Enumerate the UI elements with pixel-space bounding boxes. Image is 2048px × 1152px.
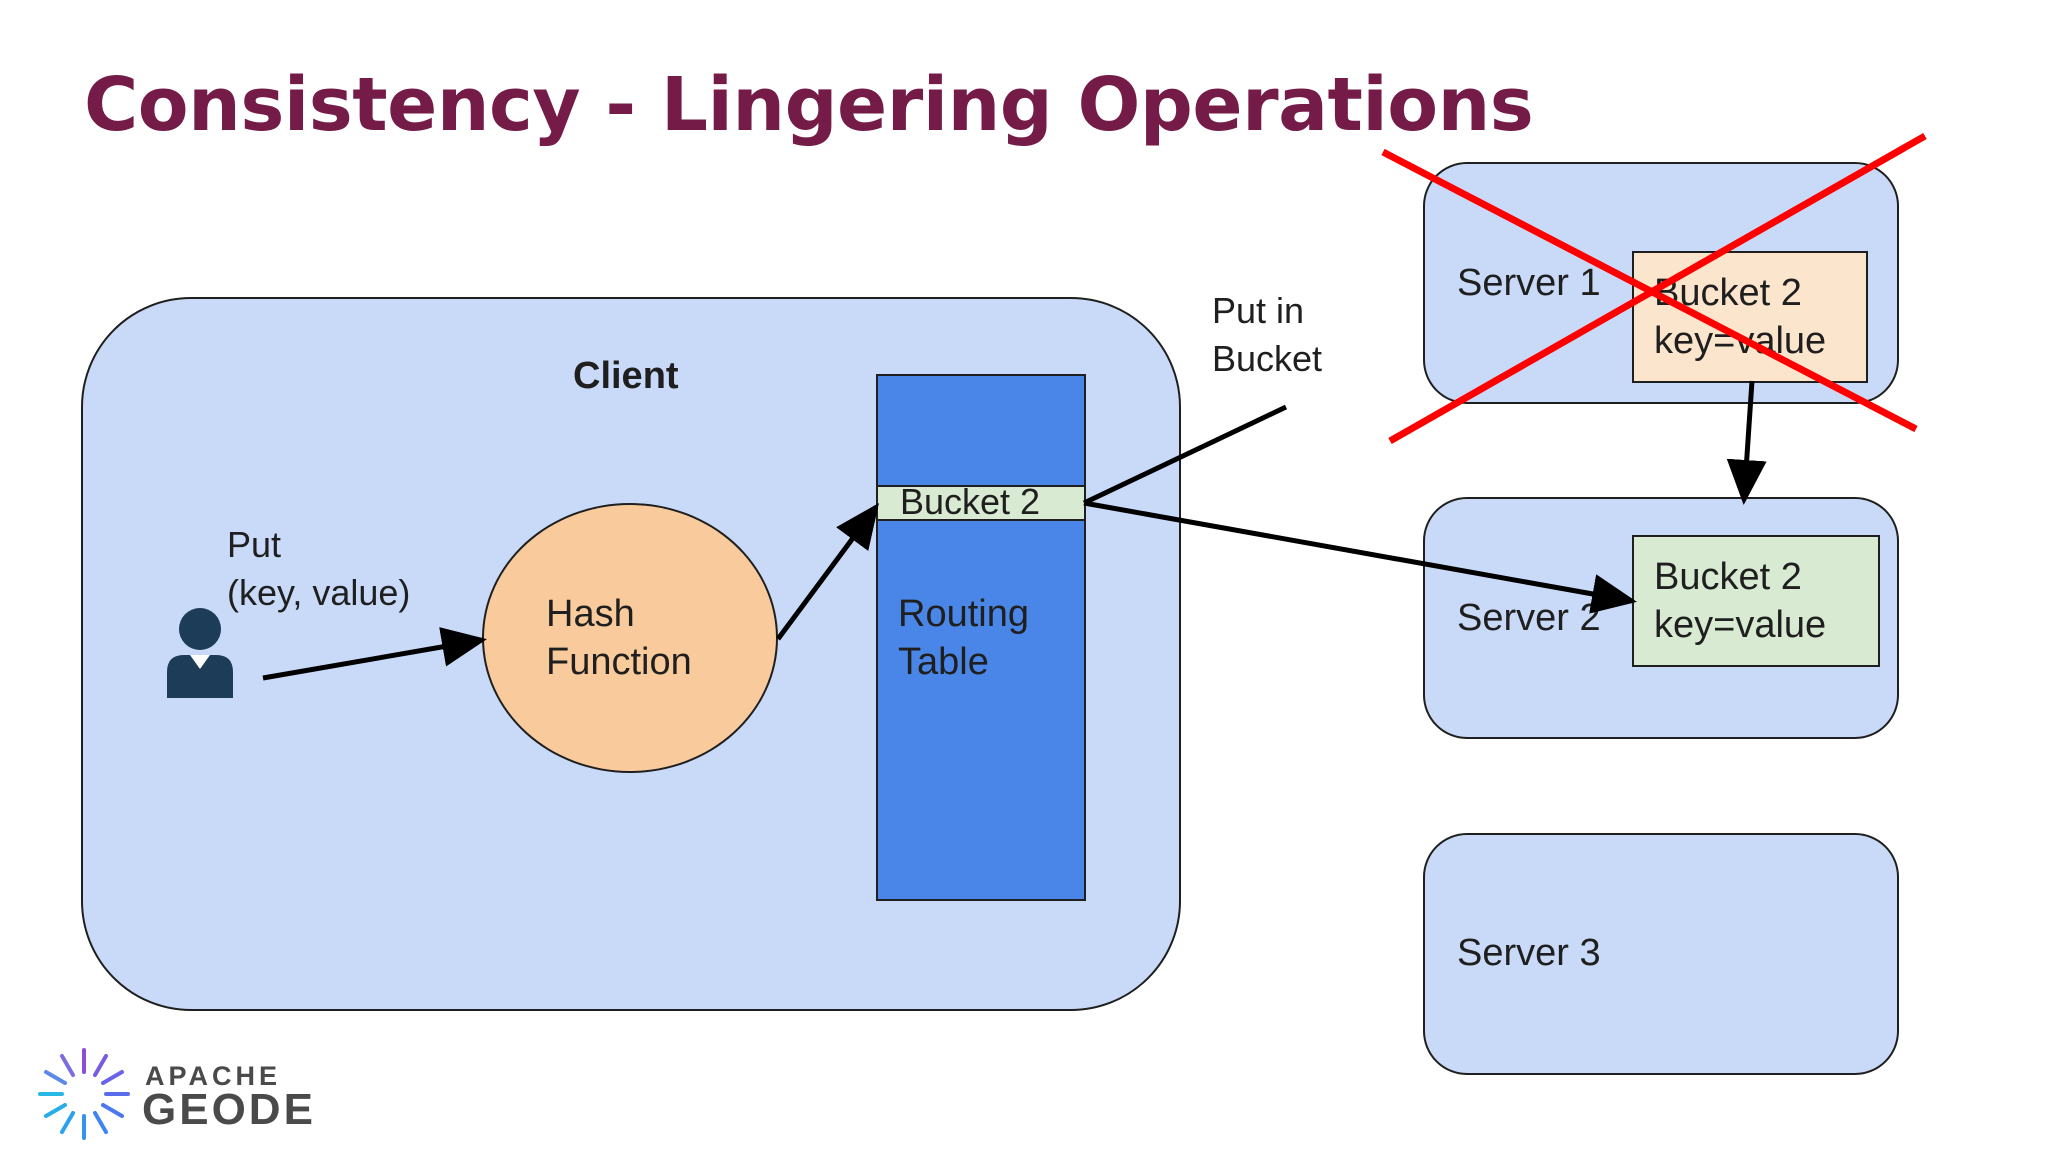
slide-title: Consistency - Lingering Operations xyxy=(84,62,1534,148)
routing-table-label-line-2: Table xyxy=(898,641,989,683)
hash-function-label-line-2: Function xyxy=(546,641,692,683)
put-in-bucket-line-2: Bucket xyxy=(1212,338,1323,379)
logo-text-apache: APACHE xyxy=(145,1061,282,1091)
put-label: Put (key, value) xyxy=(227,521,410,617)
server-2-bucket-entry: key=value xyxy=(1654,604,1827,646)
hash-function-label: Hash Function xyxy=(546,590,692,686)
server-1-bucket xyxy=(1632,251,1868,383)
routing-table-label-line-1: Routing xyxy=(898,593,1029,635)
server-3-node xyxy=(1423,833,1899,1075)
user-icon xyxy=(167,608,233,698)
routing-table-bucket-label: Bucket 2 xyxy=(900,481,1041,522)
server-1-label: Server 1 xyxy=(1457,262,1601,304)
server-2-bucket-text: Bucket 2 key=value xyxy=(1654,553,1826,649)
red-x-icon xyxy=(1381,132,1927,445)
routing-table-label: Routing Table xyxy=(898,590,1029,686)
hash-function-node xyxy=(482,503,778,773)
arrow-user-to-hash xyxy=(262,627,487,681)
server-2-bucket xyxy=(1632,535,1880,667)
hash-function-label-line-1: Hash xyxy=(546,593,635,635)
server-2-label: Server 2 xyxy=(1457,597,1601,639)
server-1-bucket-text: Bucket 2 key=value xyxy=(1654,269,1826,365)
apache-geode-logo-icon xyxy=(38,1048,130,1140)
arrow-hash-to-routing xyxy=(775,502,879,641)
logo-text-geode: GEODE xyxy=(142,1085,316,1134)
routing-table-bucket-row xyxy=(876,485,1086,521)
put-in-bucket-annotation: Put in Bucket xyxy=(1212,287,1322,383)
arrow-server-1-to-server-2 xyxy=(1726,380,1767,505)
put-label-line-2: (key, value) xyxy=(227,572,411,613)
client-label: Client xyxy=(573,355,679,397)
server-3-label: Server 3 xyxy=(1457,932,1601,974)
put-label-line-1: Put xyxy=(227,524,282,565)
annotation-connector xyxy=(1082,404,1288,506)
server-2-bucket-name: Bucket 2 xyxy=(1654,556,1802,598)
routing-table-node xyxy=(876,374,1086,901)
put-in-bucket-line-1: Put in xyxy=(1212,290,1305,331)
arrow-routing-to-server-2 xyxy=(1083,500,1637,614)
